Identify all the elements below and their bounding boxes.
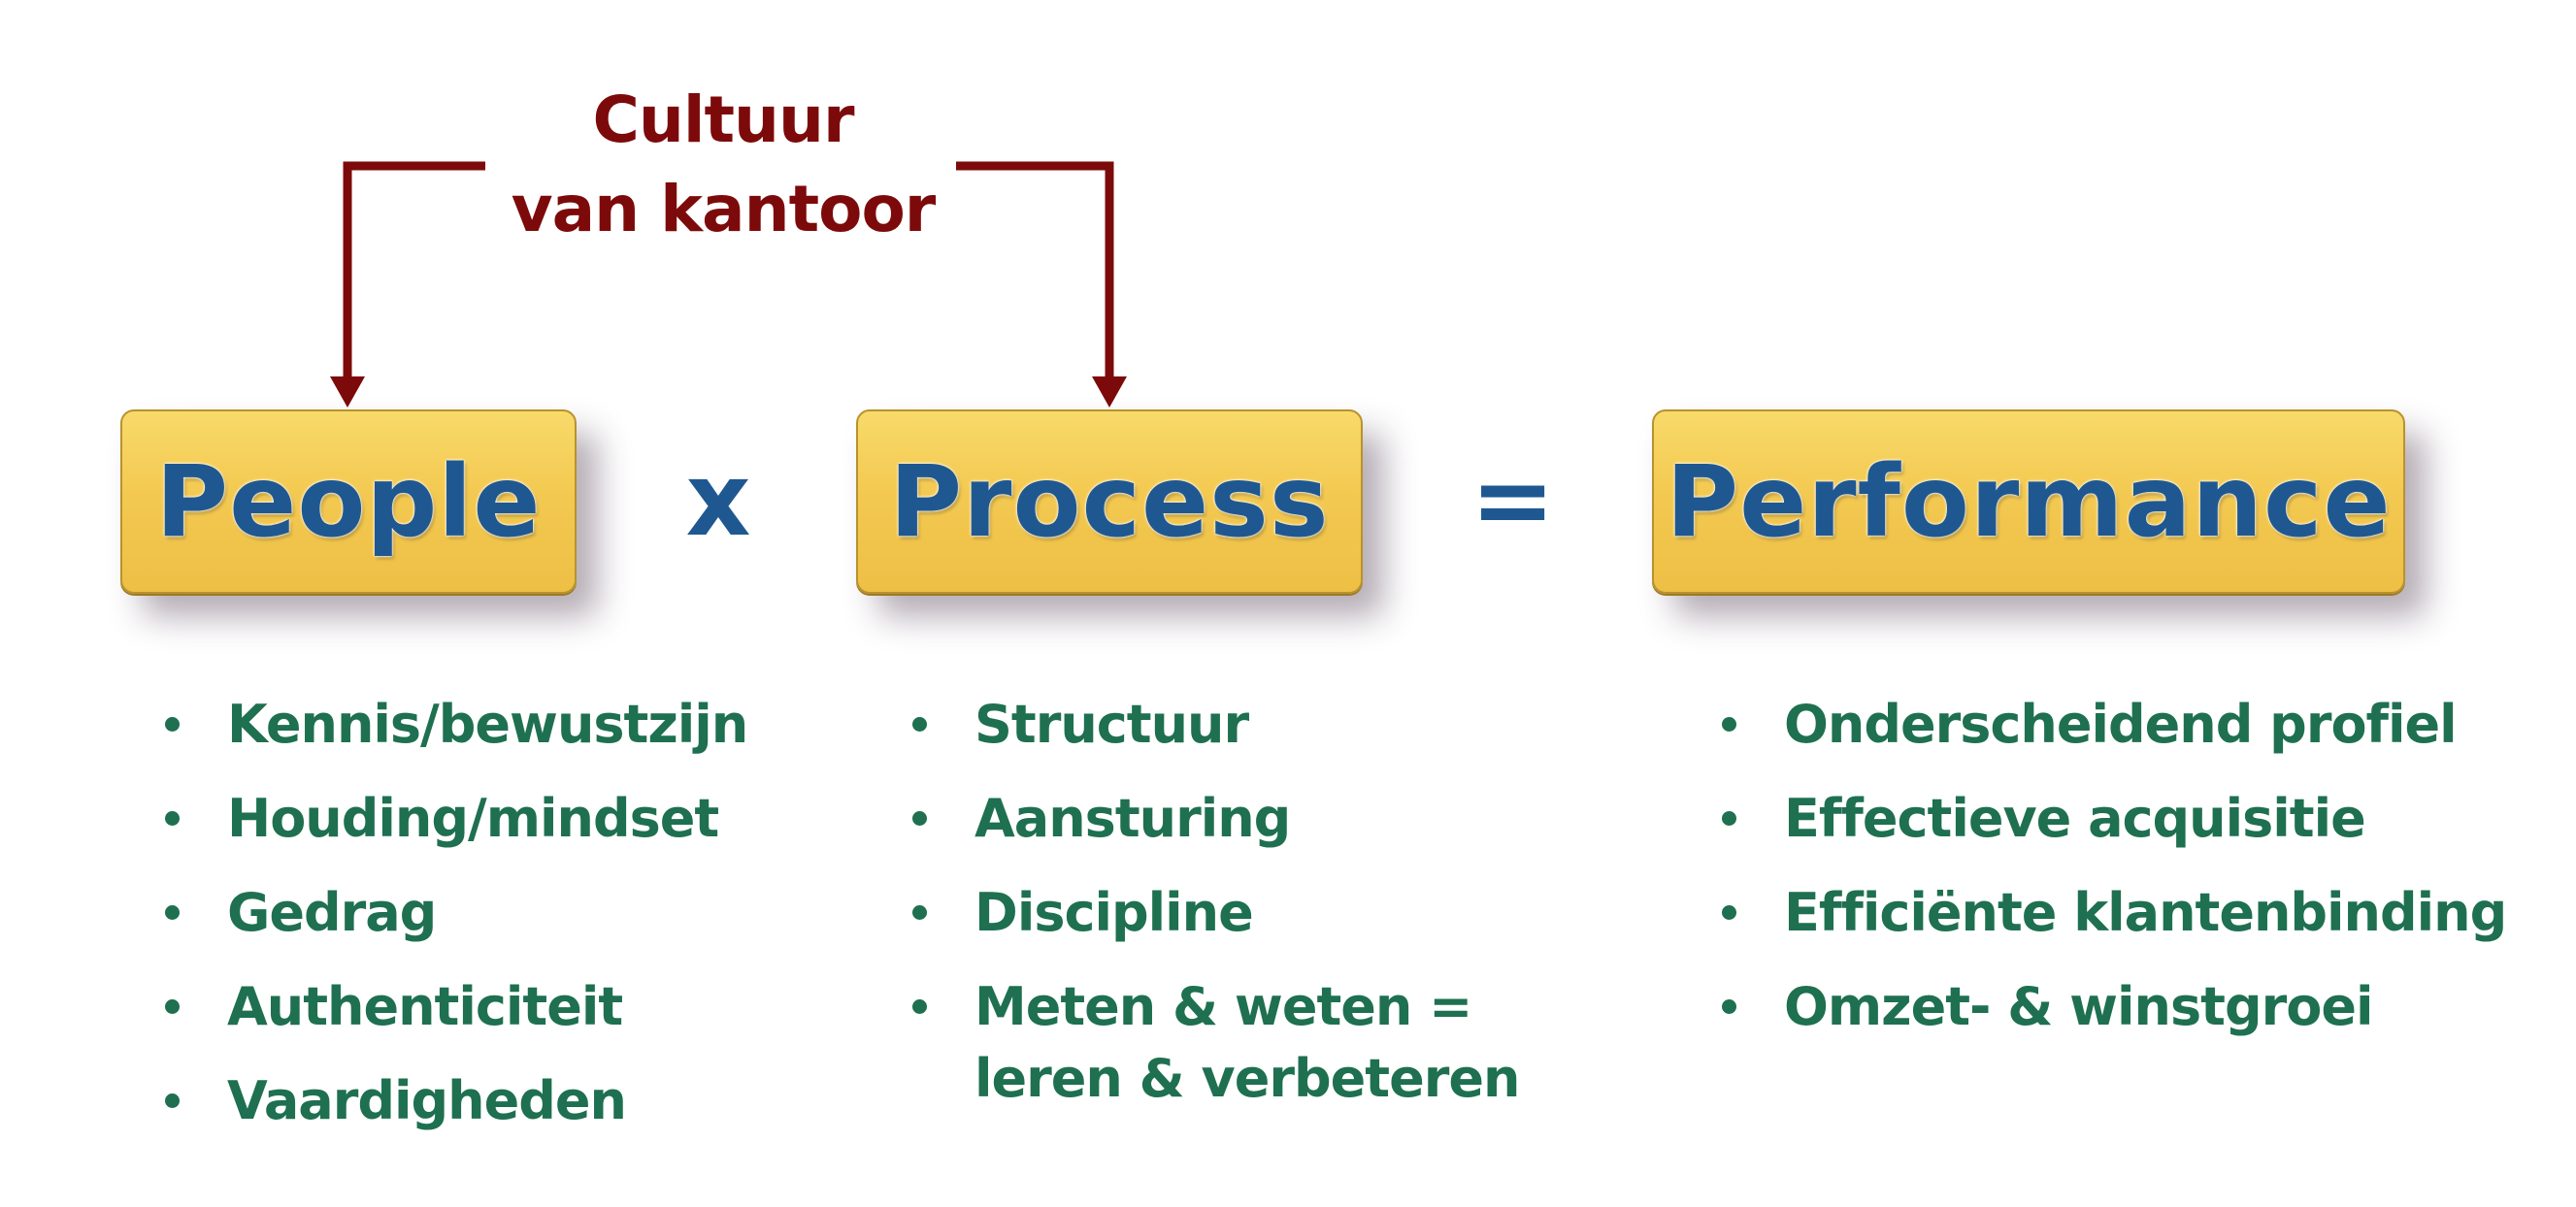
- culture-arrow-right-head: [1092, 376, 1127, 408]
- equals-operator: =: [1470, 440, 1556, 559]
- list-item: Structuur: [893, 689, 1519, 761]
- list-item-text: Houding/mindset: [227, 788, 719, 849]
- culture-arrow-right: [956, 161, 1114, 380]
- process-box-label: Process: [889, 443, 1330, 560]
- bullet-icon: [912, 811, 927, 826]
- list-item: Onderscheidend profiel: [1702, 689, 2506, 761]
- list-item: Efficiënte klantenbinding: [1702, 877, 2507, 949]
- people-bullet-list: Kennis/bewustzijn Houding/mindset Gedrag…: [146, 689, 748, 1159]
- list-item: Omzet- & winstgroei: [1702, 971, 2506, 1043]
- bullet-icon: [1722, 905, 1736, 920]
- list-item-text: Kennis/bewustzijn: [227, 694, 748, 755]
- bullet-icon: [912, 905, 927, 920]
- list-item: Houding/mindset: [146, 783, 747, 855]
- bullet-icon: [165, 717, 180, 732]
- list-item-text: Structuur: [974, 694, 1249, 755]
- list-item: Aansturing: [893, 783, 1519, 855]
- culture-label: Cultuur van kantoor: [427, 76, 1019, 254]
- list-item-text-line-1: Meten & weten =: [974, 976, 1472, 1037]
- list-item: Gedrag: [146, 877, 747, 949]
- list-item-text: Aansturing: [974, 788, 1291, 849]
- list-item-text: Onderscheidend profiel: [1784, 694, 2458, 755]
- bullet-icon: [165, 811, 180, 826]
- list-item-text: Omzet- & winstgroei: [1784, 976, 2373, 1037]
- culture-label-line-2: van kantoor: [511, 172, 937, 246]
- bullet-icon: [165, 999, 180, 1014]
- process-bullet-list: Structuur Aansturing Discipline Meten & …: [893, 689, 1520, 1137]
- process-box: Process: [856, 409, 1363, 594]
- multiply-operator: x: [685, 440, 751, 559]
- list-item: Meten & weten = leren & verbeteren: [893, 971, 1520, 1115]
- list-item-text: Effectieve acquisitie: [1784, 788, 2366, 849]
- list-item: Kennis/bewustzijn: [146, 689, 748, 761]
- performance-bullet-list: Onderscheidend profiel Effectieve acquis…: [1702, 689, 2507, 1065]
- bullet-icon: [165, 1093, 180, 1108]
- people-box-label: People: [155, 443, 542, 560]
- performance-box: Performance: [1652, 409, 2405, 594]
- bullet-icon: [1722, 811, 1736, 826]
- list-item: Effectieve acquisitie: [1702, 783, 2506, 855]
- performance-box-label: Performance: [1666, 443, 2392, 560]
- list-item-text: Efficiënte klantenbinding: [1784, 882, 2507, 943]
- bullet-icon: [165, 905, 180, 920]
- culture-arrow-left: [343, 161, 485, 380]
- list-item-text: Discipline: [974, 882, 1254, 943]
- bullet-icon: [912, 999, 927, 1014]
- list-item-text: Vaardigheden: [227, 1070, 627, 1131]
- bullet-icon: [1722, 999, 1736, 1014]
- bullet-icon: [912, 717, 927, 732]
- bullet-icon: [1722, 717, 1736, 732]
- culture-label-line-1: Cultuur: [592, 82, 854, 157]
- list-item-text: Authenticiteit: [227, 976, 623, 1037]
- people-box: People: [120, 409, 577, 594]
- list-item: Authenticiteit: [146, 971, 747, 1043]
- list-item-text: Gedrag: [227, 882, 437, 943]
- list-item-text-line-2: leren & verbeteren: [974, 1048, 1520, 1109]
- list-item: Discipline: [893, 877, 1519, 949]
- list-item: Vaardigheden: [146, 1065, 747, 1137]
- culture-arrow-left-head: [330, 376, 365, 408]
